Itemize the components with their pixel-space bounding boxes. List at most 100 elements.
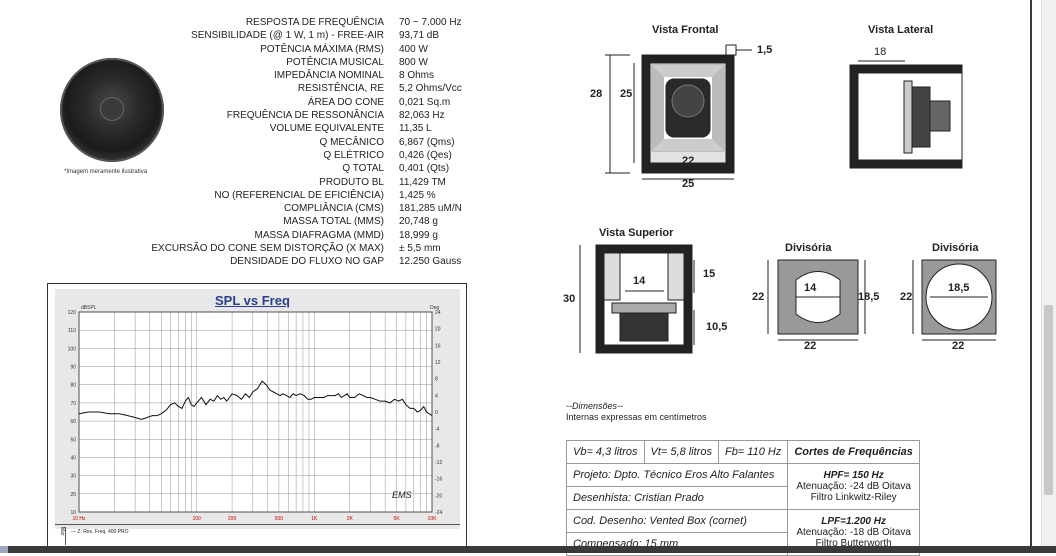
- hpf-value: HPF= 150 Hz: [823, 470, 884, 481]
- spec-value: 0,426 (Qes): [399, 149, 452, 161]
- dim-div2-22h: 22: [952, 340, 965, 352]
- y-tick-label: 120: [68, 310, 77, 316]
- spec-label: Q TOTAL: [342, 163, 384, 175]
- x-tick-label: 10K: [428, 516, 438, 522]
- spec-label: ÁREA DO CONE: [307, 96, 384, 108]
- view-title-frontal: Vista Frontal: [652, 24, 719, 36]
- bottom-bar: [0, 546, 1056, 553]
- lpf-filter: Filtro Butterworth: [815, 538, 892, 549]
- dim-superior-14: 14: [633, 275, 646, 287]
- dim-div1-18-5: 18,5: [858, 291, 880, 303]
- frontal-view: [605, 44, 752, 180]
- spec-label: MASSA TOTAL (MMS): [283, 216, 384, 228]
- spec-value: 5,2 Ohms/Vcc: [399, 83, 462, 95]
- spec-label: Q MECÂNICO: [319, 136, 384, 148]
- divisoria-1-view: [767, 259, 866, 341]
- vb-cell: Vb= 4,3 litros: [566, 440, 645, 464]
- legend-side-label: Mar: [57, 527, 66, 545]
- spec-value: 82,063 Hz: [399, 110, 445, 122]
- chart-legend: Mar — Z: Res. Freq. 400 PRO: [55, 524, 460, 547]
- cod-cell: Cod. Desenho: Vented Box (cornet): [565, 509, 789, 533]
- spec-value: 400 W: [399, 43, 428, 55]
- signature: EMS: [392, 490, 412, 500]
- legend-entry: — Z: Res. Freq. 400 PRO: [71, 529, 129, 535]
- y-tick-label: 110: [68, 328, 76, 334]
- y-tick-label: 50: [70, 437, 76, 443]
- x-tick-label: 5K: [394, 516, 401, 522]
- x-tick-label: 2K: [347, 516, 354, 522]
- spec-label: NO (REFERENCIAL DE EFICIÊNCIA): [214, 189, 384, 201]
- y2-tick-label: 4: [435, 393, 438, 399]
- spec-labels: RESPOSTA DE FREQUÊNCIA SENSIBILIDADE (@ 1…: [151, 16, 384, 269]
- y2-tick-label: -4: [435, 427, 440, 433]
- x-tick-label: 100: [192, 516, 201, 522]
- view-title-superior: Vista Superior: [599, 227, 674, 239]
- image-caption: *Imagem meramente ilustrativa: [64, 169, 148, 175]
- spec-value: 18,999 g: [399, 229, 438, 241]
- desenhista-cell: Desenhista: Cristian Prado: [565, 486, 789, 510]
- lateral-view: [849, 60, 963, 169]
- right-unit: Deg: [430, 305, 439, 311]
- x-tick-label: 1K: [311, 516, 318, 522]
- spec-label: SENSIBILIDADE (@ 1 W, 1 m) - FREE-AIR: [191, 30, 384, 42]
- x-tick-label: 10 Hz: [72, 516, 86, 522]
- lpf-value: LPF=1.200 Hz: [821, 516, 886, 527]
- y2-tick-label: 0: [435, 410, 438, 416]
- dim-superior-15: 15: [703, 268, 716, 280]
- y-tick-label: 40: [70, 455, 76, 461]
- spec-value: 12.250 Gauss: [399, 256, 462, 268]
- spec-label: POTÊNCIA MÁXIMA (RMS): [260, 43, 384, 55]
- spec-value: 70 ~ 7.000 Hz: [399, 17, 462, 28]
- plot-area: [78, 311, 433, 513]
- superior-view: [579, 244, 695, 354]
- divisoria-2-view: [912, 259, 997, 341]
- dim-div1-14: 14: [804, 282, 817, 294]
- spec-value: 0,021 Sq.m: [399, 96, 451, 108]
- spec-label: MASSA DIAFRAGMA (MMD): [254, 229, 384, 241]
- scrollbar-thumb[interactable]: [1044, 305, 1053, 495]
- spl-curve: [78, 380, 433, 420]
- spec-value: 11,35 L: [399, 123, 432, 135]
- spec-label: DENSIDADE DO FLUXO NO GAP: [230, 256, 384, 268]
- dim-div2-18-5: 18,5: [948, 282, 970, 294]
- y-tick-label: 90: [70, 365, 76, 371]
- dim-superior-10-5: 10,5: [706, 321, 728, 333]
- vt-cell: Vt= 5,8 litros: [643, 440, 719, 464]
- cortes-header: Cortes de Frequências: [787, 440, 920, 464]
- y2-tick-label: -20: [435, 493, 442, 499]
- y2-tick-label: 12: [435, 360, 441, 366]
- dim-frontal-1-5: 1,5: [757, 44, 773, 56]
- spec-value: 20,748 g: [399, 216, 438, 228]
- spec-value: 1,425 %: [399, 189, 436, 201]
- dimensions-subtitle: Internas expressas em centímetros: [566, 412, 707, 422]
- view-title-divisoria-1: Divisória: [785, 242, 832, 254]
- y2-tick-label: 8: [435, 377, 438, 383]
- dim-frontal-25v: 25: [620, 88, 633, 100]
- y-tick-label: 10: [70, 510, 76, 516]
- spec-value: 800 W: [399, 56, 428, 68]
- dim-frontal-28: 28: [590, 88, 603, 100]
- dim-frontal-22: 22: [682, 155, 695, 167]
- left-unit: dBSPL: [81, 305, 97, 311]
- hpf-attenuation: Atenuação: -24 dB Oitava: [796, 481, 911, 492]
- spec-value: 8 Ohms: [399, 70, 435, 82]
- spec-label: EXCURSÃO DO CONE SEM DISTORÇÃO (X MAX): [151, 243, 384, 255]
- project-table: Vb= 4,3 litros Vt= 5,8 litros Fb= 110 Hz…: [565, 440, 920, 556]
- chart-title: SPL vs Freq: [215, 293, 290, 308]
- y2-tick-label: 16: [435, 343, 441, 349]
- spec-label: RESPOSTA DE FREQUÊNCIA: [245, 17, 384, 28]
- spec-value: 11,429 TM: [399, 176, 446, 188]
- hpf-cell: HPF= 150 Hz Atenuação: -24 dB Oitava Fil…: [787, 463, 920, 510]
- fb-cell: Fb= 110 Hz: [717, 440, 789, 464]
- box-drawings: [579, 44, 997, 354]
- left-margin: [0, 0, 24, 553]
- spec-value: 6,867 (Qms): [399, 136, 455, 148]
- spec-value: 181,285 uM/N: [399, 203, 462, 215]
- y-tick-label: 100: [68, 346, 77, 352]
- bottom-bar-handle[interactable]: [0, 546, 8, 553]
- view-title-divisoria-2: Divisória: [932, 242, 979, 254]
- y2-tick-label: -8: [435, 443, 440, 449]
- dim-superior-30: 30: [563, 293, 576, 305]
- spec-label: Q ELÉTRICO: [323, 149, 384, 161]
